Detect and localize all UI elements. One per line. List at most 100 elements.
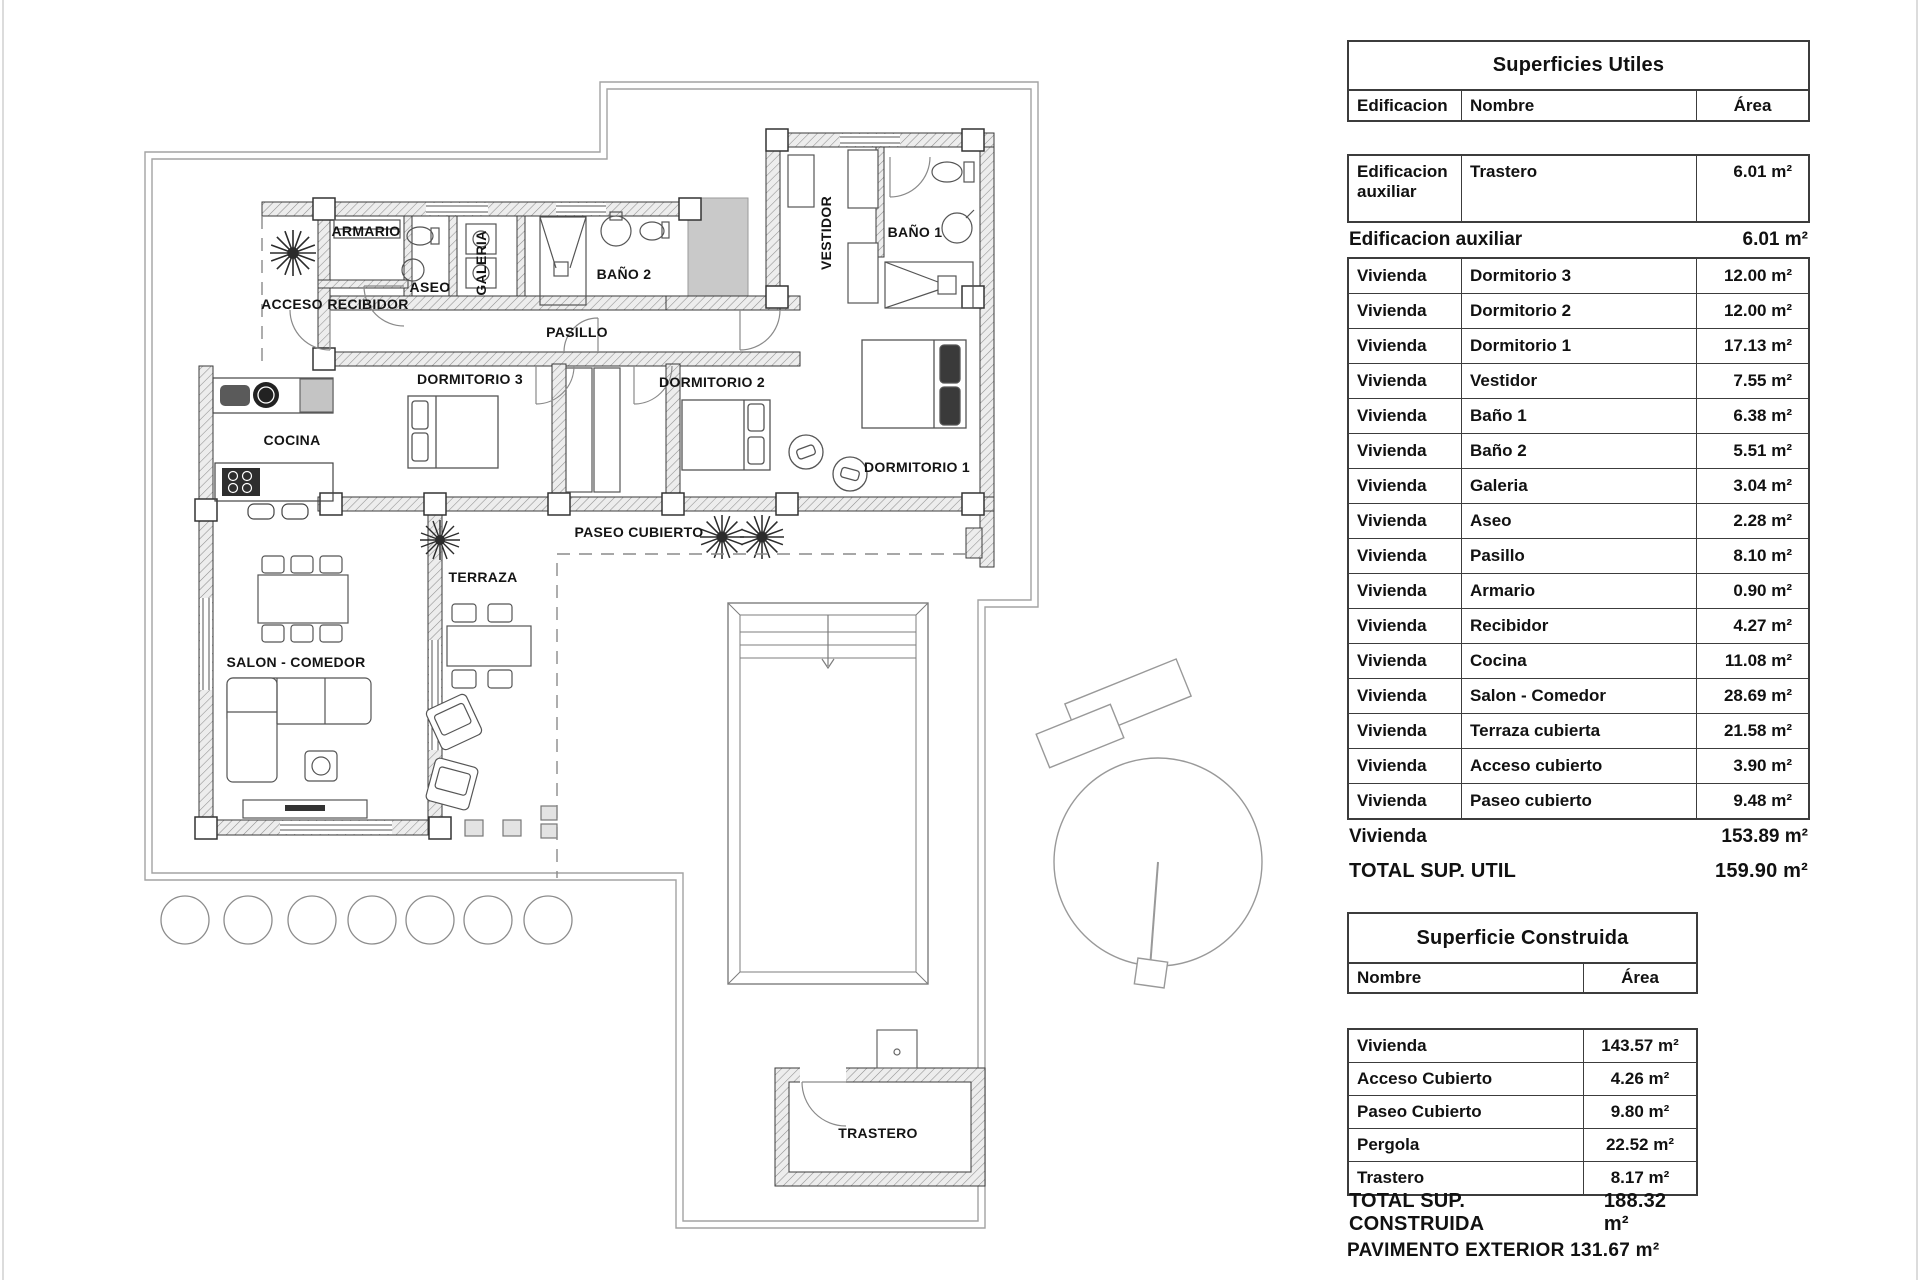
cell-nombre: Armario bbox=[1461, 574, 1696, 608]
stove-icon bbox=[222, 468, 260, 496]
subtotal-row: Edificacion auxiliar 6.01 m² bbox=[1347, 223, 1810, 257]
room-label-dormitorio1: DORMITORIO 1 bbox=[864, 459, 970, 475]
pool-steps-arrow bbox=[821, 615, 835, 670]
burner-icon bbox=[253, 382, 279, 408]
cell-area: 9.48 m² bbox=[1696, 784, 1808, 818]
cell-nombre: Baño 2 bbox=[1461, 434, 1696, 468]
cell-nombre: Paseo Cubierto bbox=[1357, 1102, 1482, 1121]
cell-edificacion: Vivienda bbox=[1357, 441, 1427, 460]
total-row: TOTAL SUP. CONSTRUIDA 188.32 m² bbox=[1347, 1190, 1698, 1235]
kitchen-sink-icon bbox=[220, 385, 250, 406]
room-label-paseo-cubierto: PASEO CUBIERTO bbox=[575, 524, 704, 540]
table-header-row: Nombre Área bbox=[1347, 964, 1698, 994]
dashed-limits bbox=[261, 216, 966, 878]
superficies-utiles-table: Superficies Utiles Edificacion Nombre Ár… bbox=[1347, 40, 1810, 889]
cell-area: 21.58 m² bbox=[1696, 714, 1808, 748]
toilet-icon bbox=[639, 221, 665, 241]
cell-nombre: Salon - Comedor bbox=[1461, 679, 1696, 713]
cell-area: 3.90 m² bbox=[1696, 749, 1808, 783]
cell-nombre: Vivienda bbox=[1357, 1036, 1427, 1055]
cell-area: 0.90 m² bbox=[1696, 574, 1808, 608]
subtotal-label: Vivienda bbox=[1349, 826, 1427, 847]
cell-nombre: Vestidor bbox=[1461, 364, 1696, 398]
cell-edificacion: Vivienda bbox=[1357, 721, 1427, 740]
col-header-area: Área bbox=[1696, 91, 1808, 120]
cell-area: 6.38 m² bbox=[1696, 399, 1808, 433]
cell-edificacion: Vivienda bbox=[1357, 791, 1427, 810]
cell-edificacion: Vivienda bbox=[1357, 581, 1427, 600]
fridge-icon bbox=[299, 378, 334, 413]
cell-edificacion: Vivienda bbox=[1357, 686, 1427, 705]
trees bbox=[160, 895, 573, 945]
cell-edificacion: Vivienda bbox=[1357, 301, 1427, 320]
toilet-icon bbox=[406, 226, 434, 246]
room-label-armario: ARMARIO bbox=[332, 223, 401, 239]
terrace-table bbox=[446, 625, 532, 667]
cell-area: 17.13 m² bbox=[1696, 329, 1808, 363]
cell-edificacion: Vivienda bbox=[1357, 336, 1427, 355]
cell-nombre: Recibidor bbox=[1461, 609, 1696, 643]
cell-nombre: Terraza cubierta bbox=[1461, 714, 1696, 748]
table-header-row: Edificacion Nombre Área bbox=[1347, 91, 1810, 122]
trastero-annex bbox=[876, 1029, 918, 1069]
left-frame-line bbox=[2, 0, 4, 1280]
doors bbox=[289, 156, 931, 1127]
room-label-recibidor: RECIBIDOR bbox=[327, 296, 408, 312]
cell-area: 143.57 m² bbox=[1583, 1030, 1696, 1062]
dining-set bbox=[257, 555, 349, 643]
cell-area: 11.08 m² bbox=[1696, 644, 1808, 678]
windows bbox=[200, 134, 900, 1084]
toilet-icon bbox=[931, 161, 963, 183]
sink-icon bbox=[600, 215, 632, 247]
cell-area: 8.10 m² bbox=[1696, 539, 1808, 573]
room-label-pasillo: PASILLO bbox=[546, 324, 608, 340]
closets bbox=[333, 149, 879, 493]
beds bbox=[407, 339, 967, 492]
room-label-galeria: GALERIA bbox=[473, 230, 489, 295]
stool-icon bbox=[281, 503, 309, 520]
property-boundary bbox=[144, 81, 1039, 1229]
cell-nombre: Galeria bbox=[1461, 469, 1696, 503]
cell-edificacion: Vivienda bbox=[1357, 371, 1427, 390]
room-label-acceso: ACCESO bbox=[261, 296, 323, 312]
kitchen-island bbox=[214, 462, 334, 502]
room-label-terraza: TERRAZA bbox=[449, 569, 518, 585]
living-room-furniture bbox=[226, 677, 372, 819]
cell-area: 7.55 m² bbox=[1696, 364, 1808, 398]
cell-area: 3.04 m² bbox=[1696, 469, 1808, 503]
pool bbox=[727, 602, 929, 985]
total-value: 188.32 m² bbox=[1603, 1190, 1667, 1235]
col-header-area: Área bbox=[1583, 964, 1696, 992]
right-frame-line bbox=[1916, 0, 1918, 1280]
cell-edificacion: Vivienda bbox=[1357, 616, 1427, 635]
cell-nombre: Dormitorio 2 bbox=[1461, 294, 1696, 328]
total-value: 159.90 m² bbox=[1715, 860, 1808, 882]
pergola bbox=[1035, 658, 1263, 989]
cell-nombre: Trastero bbox=[1461, 156, 1696, 221]
cell-area: 6.01 m² bbox=[1696, 156, 1808, 221]
room-labels: ARMARIO ACCESO RECIBIDOR ASEO GALERIA BA… bbox=[226, 196, 970, 1141]
room-label-dormitorio2: DORMITORIO 2 bbox=[659, 374, 765, 390]
cell-nombre: Baño 1 bbox=[1461, 399, 1696, 433]
cell-edificacion: Edificacion auxiliar bbox=[1357, 162, 1448, 202]
cell-area: 9.80 m² bbox=[1583, 1096, 1696, 1128]
table-title: Superficies Utiles bbox=[1347, 40, 1810, 91]
cell-area: 2.28 m² bbox=[1696, 504, 1808, 538]
shower-icon bbox=[884, 261, 974, 309]
total-label: TOTAL SUP. CONSTRUIDA bbox=[1349, 1190, 1485, 1235]
superficie-construida-table: Superficie Construida Nombre Área Vivien… bbox=[1347, 912, 1698, 1235]
